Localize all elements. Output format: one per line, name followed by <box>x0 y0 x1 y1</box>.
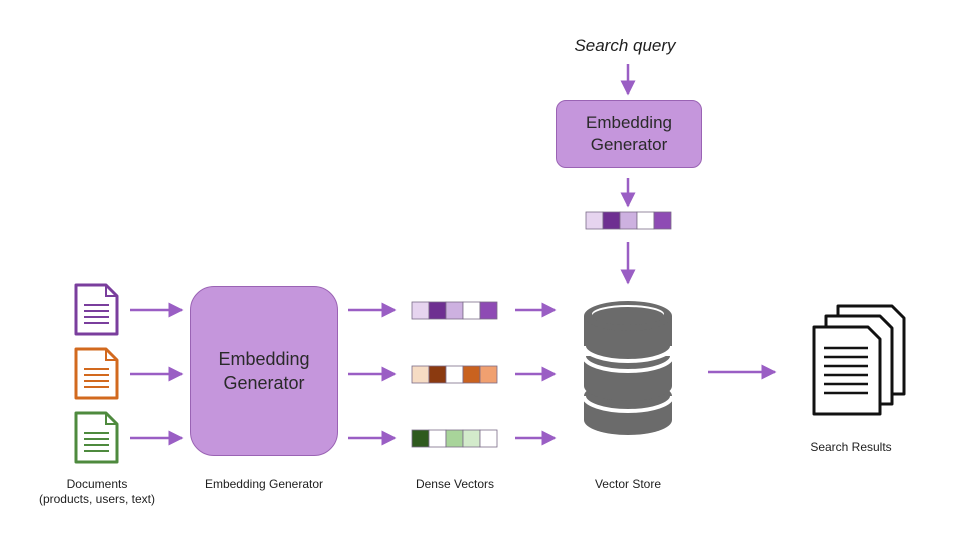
documents-label: Documents (products, users, text) <box>22 477 172 507</box>
dense-vectors-label: Dense Vectors <box>415 477 495 491</box>
dense-vector-3 <box>411 429 498 448</box>
generator-docs-line1: Embedding <box>218 349 310 369</box>
stacked-documents-icon <box>812 304 906 416</box>
query-vector <box>585 211 672 230</box>
generator-query-line1: Embedding <box>585 113 672 132</box>
search-results-label: Search Results <box>810 440 892 454</box>
generator-docs-line2: Generator <box>223 373 305 393</box>
document-icon-orange <box>74 347 119 400</box>
vector-cell <box>479 365 498 384</box>
vector-cell <box>428 365 447 384</box>
embedding-generator-label: Embedding Generator <box>204 477 324 491</box>
vector-cell <box>602 211 621 230</box>
documents-label-line1: Documents <box>66 477 128 491</box>
dense-vector-2 <box>411 365 498 384</box>
vector-cell <box>479 429 498 448</box>
dense-vector-1 <box>411 301 498 320</box>
vector-cell <box>479 301 498 320</box>
vector-cell <box>411 365 430 384</box>
documents-label-line2: (products, users, text) <box>38 492 156 506</box>
vector-cell <box>653 211 672 230</box>
vector-cell <box>462 301 481 320</box>
vector-cell <box>619 211 638 230</box>
vector-cell <box>585 211 604 230</box>
embedding-generator-documents: Embedding Generator <box>190 286 338 456</box>
document-icon-green <box>74 411 119 464</box>
vector-cell <box>428 301 447 320</box>
generator-query-line2: Generator <box>590 135 668 154</box>
vector-cell <box>636 211 655 230</box>
vector-cell <box>428 429 447 448</box>
search-query-label: Search query <box>574 36 676 55</box>
vector-cell <box>411 301 430 320</box>
vector-cell <box>411 429 430 448</box>
vector-store-label: Vector Store <box>594 477 662 491</box>
document-icon-purple <box>74 283 119 336</box>
embedding-generator-query: Embedding Generator <box>556 100 702 168</box>
vector-cell <box>462 365 481 384</box>
vector-cell <box>445 429 464 448</box>
vector-cell <box>462 429 481 448</box>
vector-cell <box>445 365 464 384</box>
database-icon <box>582 301 674 435</box>
vector-cell <box>445 301 464 320</box>
